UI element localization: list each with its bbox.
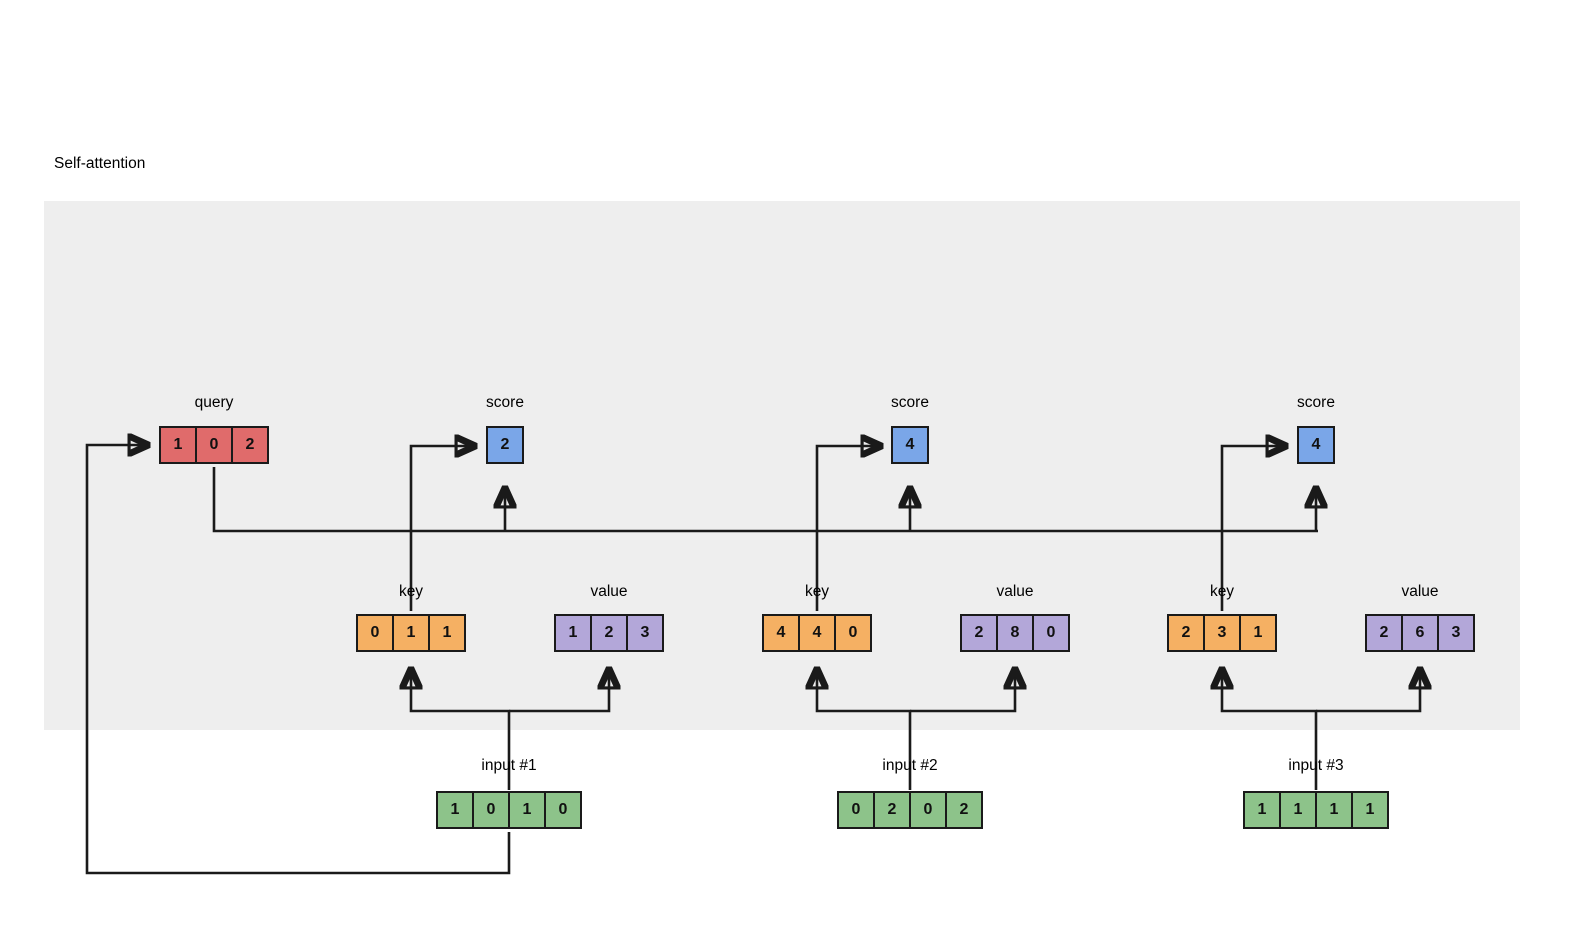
- input-cell: 0: [472, 791, 510, 829]
- input-vector-1: 1 0 1 0: [436, 791, 582, 829]
- input-cell: 2: [945, 791, 983, 829]
- key-vector-2: 4 4 0: [762, 614, 872, 652]
- score-caption-2: score: [891, 394, 929, 411]
- value-cell: 3: [1437, 614, 1475, 652]
- value-vector-2: 2 8 0: [960, 614, 1070, 652]
- key-cell: 4: [762, 614, 800, 652]
- input-caption-1: input #1: [481, 757, 537, 774]
- value-cell: 2: [1365, 614, 1403, 652]
- query-cell: 0: [195, 426, 233, 464]
- key-cell: 0: [356, 614, 394, 652]
- key-cell: 1: [1239, 614, 1277, 652]
- key-cell: 4: [798, 614, 836, 652]
- query-cell: 2: [231, 426, 269, 464]
- score-cell: 2: [486, 426, 524, 464]
- value-vector-1: 1 2 3: [554, 614, 664, 652]
- key-cell: 1: [428, 614, 466, 652]
- input-cell: 0: [544, 791, 582, 829]
- score-cell: 4: [891, 426, 929, 464]
- query-cell: 1: [159, 426, 197, 464]
- value-vector-3: 2 6 3: [1365, 614, 1475, 652]
- value-caption-3: value: [1401, 583, 1439, 600]
- query-vector: 1 0 2: [159, 426, 269, 464]
- score-caption-1: score: [486, 394, 524, 411]
- value-cell: 0: [1032, 614, 1070, 652]
- value-cell: 3: [626, 614, 664, 652]
- value-cell: 2: [590, 614, 628, 652]
- value-cell: 8: [996, 614, 1034, 652]
- key-caption-1: key: [398, 583, 424, 600]
- input-caption-3: input #3: [1288, 757, 1344, 774]
- value-cell: 2: [960, 614, 998, 652]
- key-cell: 0: [834, 614, 872, 652]
- value-cell: 6: [1401, 614, 1439, 652]
- page-title: Self-attention: [54, 155, 146, 172]
- query-caption: query: [194, 394, 234, 411]
- input-vector-2: 0 2 0 2: [837, 791, 983, 829]
- input-caption-2: input #2: [882, 757, 938, 774]
- score-box-2: 4: [891, 426, 929, 464]
- score-box-1: 2: [486, 426, 524, 464]
- input-vector-3: 1 1 1 1: [1243, 791, 1389, 829]
- input-cell: 1: [508, 791, 546, 829]
- input-cell: 1: [1279, 791, 1317, 829]
- score-cell: 4: [1297, 426, 1335, 464]
- input-cell: 1: [1351, 791, 1389, 829]
- input-cell: 2: [873, 791, 911, 829]
- value-caption-2: value: [996, 583, 1034, 600]
- key-vector-1: 0 1 1: [356, 614, 466, 652]
- key-cell: 3: [1203, 614, 1241, 652]
- score-box-3: 4: [1297, 426, 1335, 464]
- score-caption-3: score: [1297, 394, 1335, 411]
- input-cell: 1: [1315, 791, 1353, 829]
- input-cell: 1: [1243, 791, 1281, 829]
- input-cell: 1: [436, 791, 474, 829]
- key-caption-3: key: [1209, 583, 1235, 600]
- input-cell: 0: [909, 791, 947, 829]
- key-caption-2: key: [804, 583, 830, 600]
- value-cell: 1: [554, 614, 592, 652]
- value-caption-1: value: [590, 583, 628, 600]
- key-cell: 1: [392, 614, 430, 652]
- input-cell: 0: [837, 791, 875, 829]
- key-cell: 2: [1167, 614, 1205, 652]
- key-vector-3: 2 3 1: [1167, 614, 1277, 652]
